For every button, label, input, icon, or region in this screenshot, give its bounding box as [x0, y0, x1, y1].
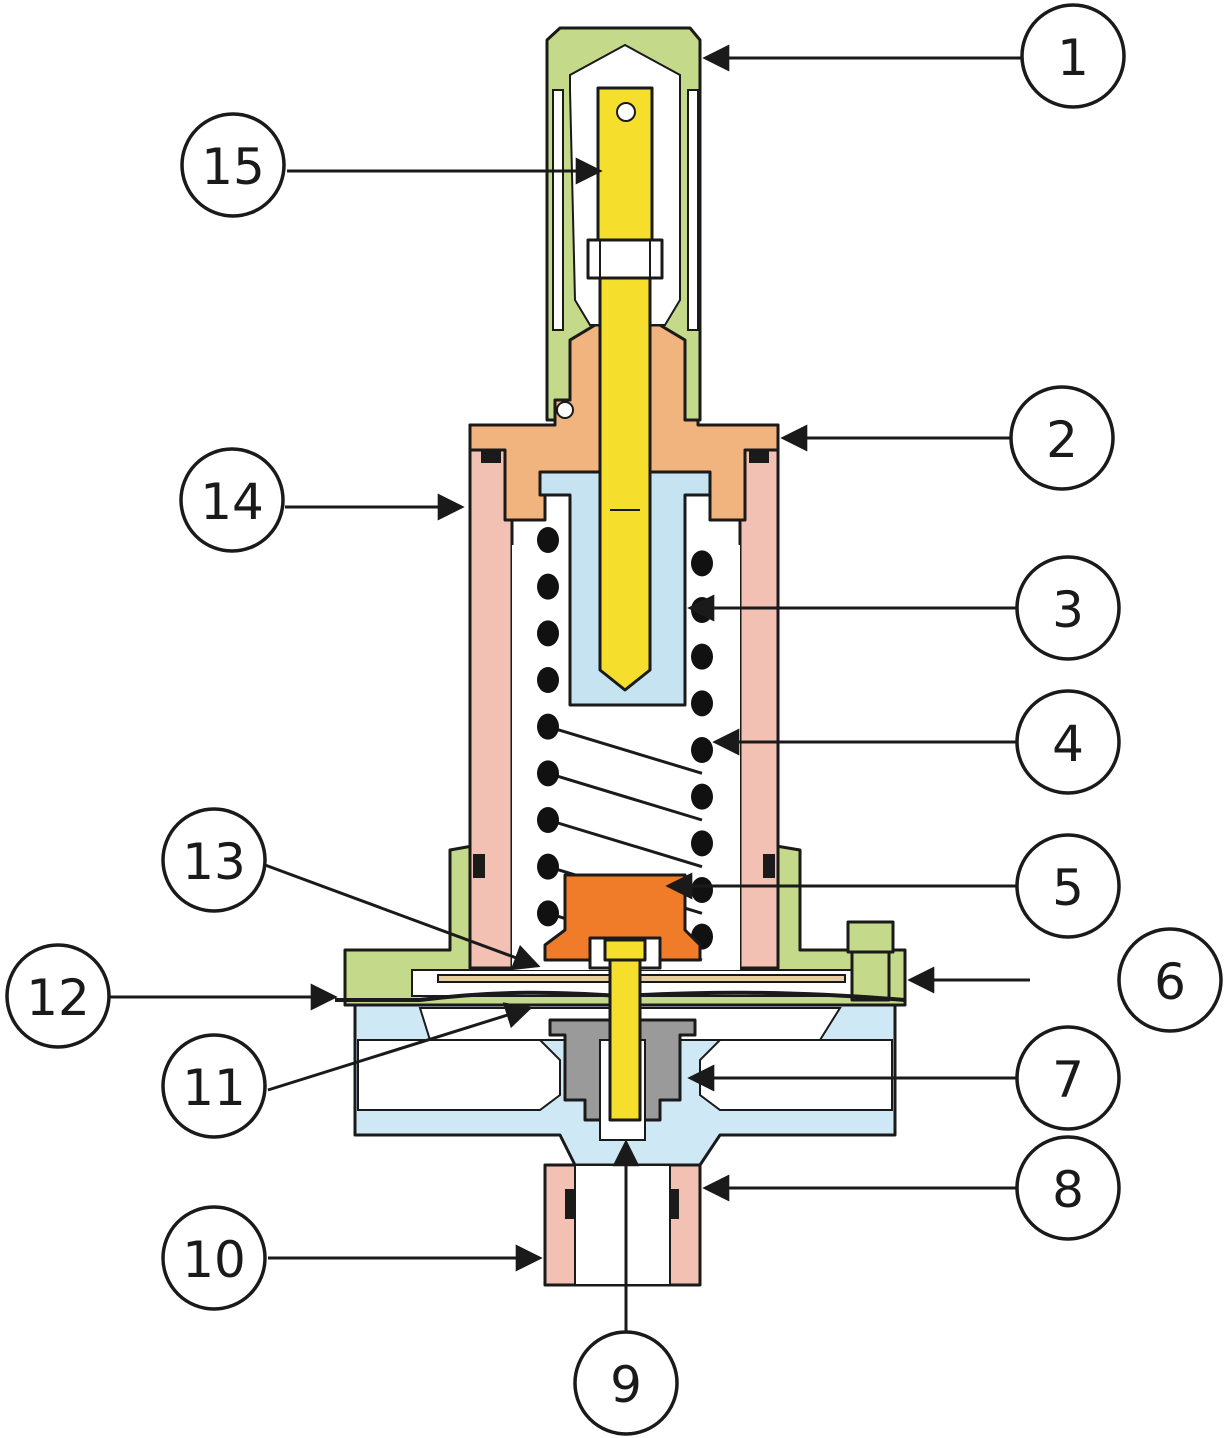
callout-13-label: 13 [182, 833, 246, 891]
spring-coil-section [537, 900, 559, 927]
callout-2: 2 [1009, 385, 1115, 491]
callout-13: 13 [161, 807, 267, 913]
spring-coil-section [537, 853, 559, 880]
spring-coil-section [691, 690, 713, 717]
spring-coil-section [691, 643, 713, 670]
leader-11 [267, 1002, 533, 1092]
callout-2-label: 2 [1046, 411, 1078, 469]
spring-coil-wire [547, 818, 703, 869]
callout-14: 14 [179, 447, 285, 553]
callout-3-label: 3 [1052, 581, 1084, 639]
callout-5-label: 5 [1052, 859, 1084, 917]
callout-8: 8 [1015, 1135, 1121, 1241]
spring-coil-section [691, 877, 713, 903]
callout-9-label: 9 [610, 1356, 642, 1414]
bolt-head [846, 920, 895, 954]
spring-coil-section [691, 550, 713, 577]
callout-9: 9 [573, 1330, 679, 1436]
callout-8-label: 8 [1052, 1161, 1084, 1219]
adjusting-screw [586, 86, 664, 692]
stem-head [603, 938, 647, 962]
body-passage-right [699, 1039, 893, 1111]
spring-coil-wire [547, 725, 703, 775]
spring-coil-section [537, 620, 559, 647]
cap-slot-left [552, 89, 564, 331]
cap-slot-right [687, 89, 699, 331]
spring-coil-section [691, 597, 713, 623]
spring-coil-section [537, 573, 559, 600]
callout-14-label: 14 [200, 473, 264, 531]
callout-7-label: 7 [1052, 1051, 1084, 1109]
spring-coil-section [537, 760, 559, 787]
bonnet-vent-hole [556, 401, 574, 419]
spring-coil-wire [547, 771, 703, 822]
screw-tab-hole [616, 102, 636, 122]
spring-coil-section [537, 527, 559, 553]
screw-shaft [598, 276, 652, 692]
bonnet-seal-right [749, 451, 769, 463]
leader-lines [108, 44, 1030, 1335]
bolt-shank [850, 950, 891, 1002]
valve-plug-assembly [548, 938, 697, 1141]
housing-oring-right [763, 854, 775, 878]
callout-15-label: 15 [201, 138, 265, 196]
callout-11-label: 11 [182, 1059, 246, 1117]
spring-coil-section [537, 713, 559, 740]
leader-13 [264, 863, 541, 971]
fitting-oring-right [669, 1189, 679, 1219]
spring-coil-section [537, 807, 559, 833]
housing-oring-left [473, 854, 485, 878]
callout-6-label: 6 [1154, 953, 1186, 1011]
spring-coil-section [537, 667, 559, 693]
callout-12: 12 [5, 943, 111, 1049]
callout-11: 11 [161, 1033, 267, 1139]
callout-1: 1 [1020, 3, 1126, 109]
callout-6: 6 [1117, 927, 1223, 1033]
bonnet-seal-left [481, 451, 501, 463]
outlet-fitting [543, 1163, 702, 1287]
callout-7: 7 [1015, 1025, 1121, 1131]
callout-12-label: 12 [26, 969, 90, 1027]
callout-4: 4 [1015, 689, 1121, 795]
callout-10: 10 [161, 1205, 267, 1311]
spring-coil-section [691, 830, 713, 857]
callout-5: 5 [1015, 833, 1121, 939]
callout-4-label: 4 [1052, 715, 1084, 773]
spring-coil-section [691, 783, 713, 810]
callout-10-label: 10 [182, 1231, 246, 1289]
body-passage-left [357, 1039, 561, 1111]
callout-labels: 1 2 3 4 5 6 7 8 [5, 3, 1223, 1436]
callout-15: 15 [180, 112, 286, 218]
callout-3: 3 [1015, 555, 1121, 661]
fitting-oring-left [565, 1189, 575, 1219]
fitting-bore [574, 1164, 671, 1286]
valve-stem [608, 958, 642, 1122]
spring-coil-section [691, 737, 713, 763]
callout-1-label: 1 [1057, 29, 1089, 87]
